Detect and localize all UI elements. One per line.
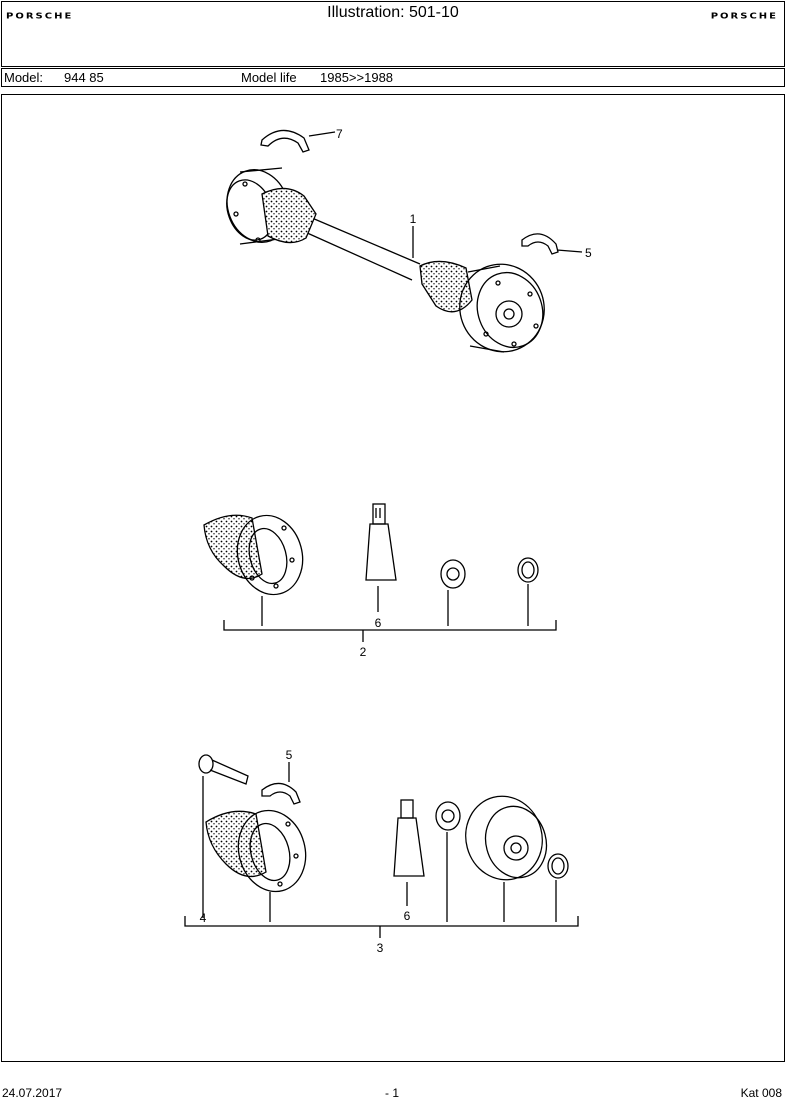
illustration-frame bbox=[1, 94, 785, 1062]
page-header: PORSCHE Illustration: 501-10 PORSCHE bbox=[1, 1, 785, 67]
model-life-label: Model life bbox=[241, 70, 297, 85]
callout-5-bottom: 5 bbox=[286, 748, 293, 762]
model-label: Model: bbox=[4, 70, 44, 85]
callout-6-middle: 6 bbox=[375, 616, 382, 630]
illustration-title: Illustration: 501-10 bbox=[327, 4, 459, 21]
callout-2: 2 bbox=[360, 645, 367, 659]
clamp-7 bbox=[260, 129, 310, 153]
boot-kit-2 bbox=[203, 503, 557, 642]
clamp-5-top bbox=[521, 233, 559, 255]
footer-page: - 1 bbox=[385, 1086, 400, 1100]
model-value: 944 85 bbox=[64, 70, 104, 85]
model-info-bar: Model: 944 85 Model life 1985>>1988 bbox=[1, 68, 785, 87]
porsche-logo-left: PORSCHE bbox=[6, 12, 74, 21]
callout-5-top: 5 bbox=[585, 246, 592, 260]
model-life-value: 1985>>1988 bbox=[320, 70, 394, 85]
joint-kit-3 bbox=[184, 754, 579, 938]
drive-shaft-assembly bbox=[226, 167, 545, 353]
callout-4: 4 bbox=[200, 911, 207, 925]
callout-1: 1 bbox=[410, 212, 417, 226]
porsche-logo-right: PORSCHE bbox=[710, 12, 778, 21]
footer-date: 24.07.2017 bbox=[2, 1086, 63, 1100]
footer-catalog: Kat 008 bbox=[740, 1086, 782, 1100]
callout-6-bottom: 6 bbox=[404, 909, 411, 923]
callout-3: 3 bbox=[377, 941, 384, 955]
callout-7: 7 bbox=[336, 127, 343, 141]
